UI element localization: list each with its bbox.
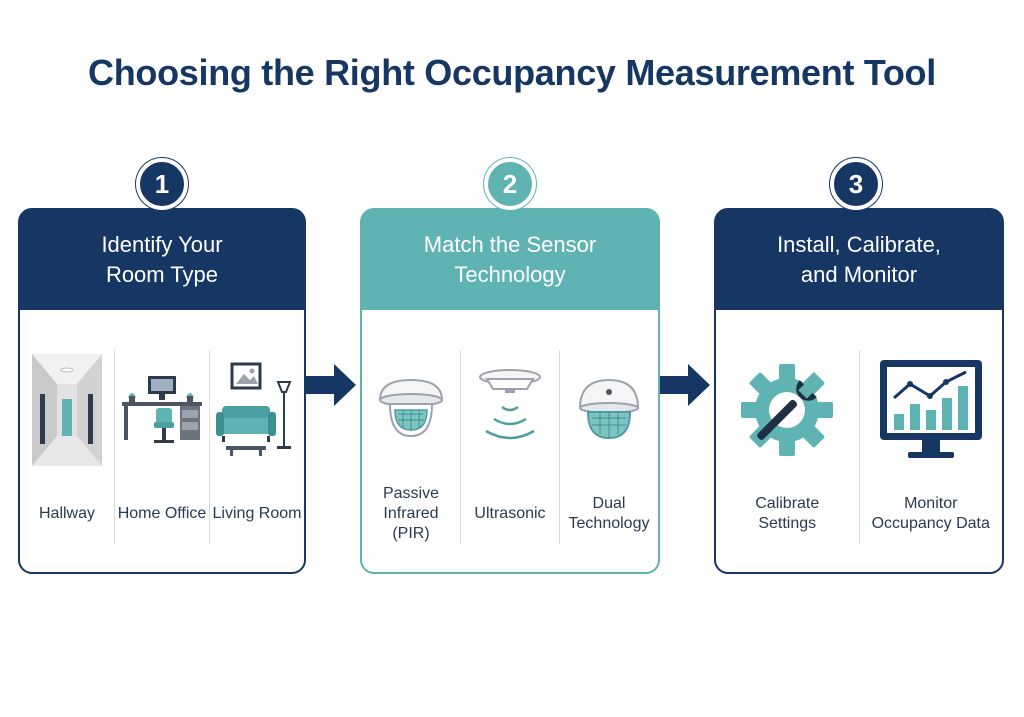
hallway-icon [32, 354, 102, 466]
sensor-label-pir-line3: (PIR) [392, 525, 430, 542]
room-label-home-office: Home Office [117, 505, 207, 522]
gear-wrench-icon [741, 364, 834, 456]
arrow-right-icon [306, 364, 356, 406]
sensor-label-pir-line2: Infrared [383, 505, 439, 522]
home-office-icon [122, 376, 202, 443]
action-item-monitor: Monitor Occupancy Data [858, 350, 1003, 544]
dual-tech-sensor-icon [578, 378, 640, 440]
step-3-card: Install, Calibrate, and Monitor [714, 208, 1004, 574]
step-2-heading: Match the Sensor Technology [362, 210, 658, 310]
arrow-right-icon [660, 364, 710, 406]
sensor-label-dual-line1: Dual [592, 495, 626, 512]
living-room-icon [216, 362, 292, 456]
sensor-label-dual-technology: Dual Technology [569, 484, 650, 544]
sensor-label-ultrasonic: Ultrasonic [474, 505, 546, 522]
action-item-calibrate: Calibrate Settings [716, 350, 859, 544]
sensor-label-pir-line1: Passive [382, 485, 440, 502]
ultrasonic-sensor-icon [479, 369, 541, 440]
pir-sensor-icon [378, 378, 444, 438]
room-item-living-room: Living Room [209, 350, 304, 544]
step-3-heading-line1: Install, Calibrate, [777, 232, 941, 257]
action-label-calibrate-line1: Calibrate [755, 495, 820, 512]
step-1-badge: 1 [136, 158, 188, 210]
action-label-monitor: Monitor Occupancy Data [872, 484, 990, 544]
action-label-monitor-line2: Occupancy Data [871, 515, 990, 532]
step-1-card: Identify Your Room Type Hallway [18, 208, 306, 574]
sensor-item-dual-technology: Dual Technology [559, 350, 658, 544]
action-label-monitor-line1: Monitor [904, 495, 958, 512]
step-1-heading: Identify Your Room Type [20, 210, 304, 310]
sensor-item-ultrasonic: Ultrasonic [460, 350, 559, 544]
step-3-badge: 3 [830, 158, 882, 210]
room-item-home-office: Home Office [114, 350, 209, 544]
room-label-hallway: Hallway [38, 505, 95, 522]
step-2-heading-line2: Technology [454, 262, 566, 287]
step-3-heading-line2: and Monitor [800, 262, 918, 287]
step-2-card: Match the Sensor Technology Passive Infr… [360, 208, 660, 574]
room-item-hallway: Hallway [20, 350, 114, 544]
sensor-label-pir: Passive Infrared (PIR) [383, 484, 439, 544]
action-label-calibrate: Calibrate Settings [755, 484, 819, 544]
room-label-living-room: Living Room [212, 505, 302, 522]
sensor-label-dual-line2: Technology [568, 515, 650, 532]
step-1-heading-line1: Identify Your [101, 232, 223, 257]
step-2-badge: 2 [484, 158, 536, 210]
monitor-chart-icon [879, 360, 982, 458]
action-label-calibrate-line2: Settings [758, 515, 817, 532]
step-2-heading-line1: Match the Sensor [423, 232, 597, 257]
sensor-item-pir: Passive Infrared (PIR) [362, 350, 460, 544]
page-title: Choosing the Right Occupancy Measurement… [88, 52, 936, 93]
step-3-heading: Install, Calibrate, and Monitor [716, 210, 1002, 310]
step-1-heading-line2: Room Type [105, 262, 219, 287]
